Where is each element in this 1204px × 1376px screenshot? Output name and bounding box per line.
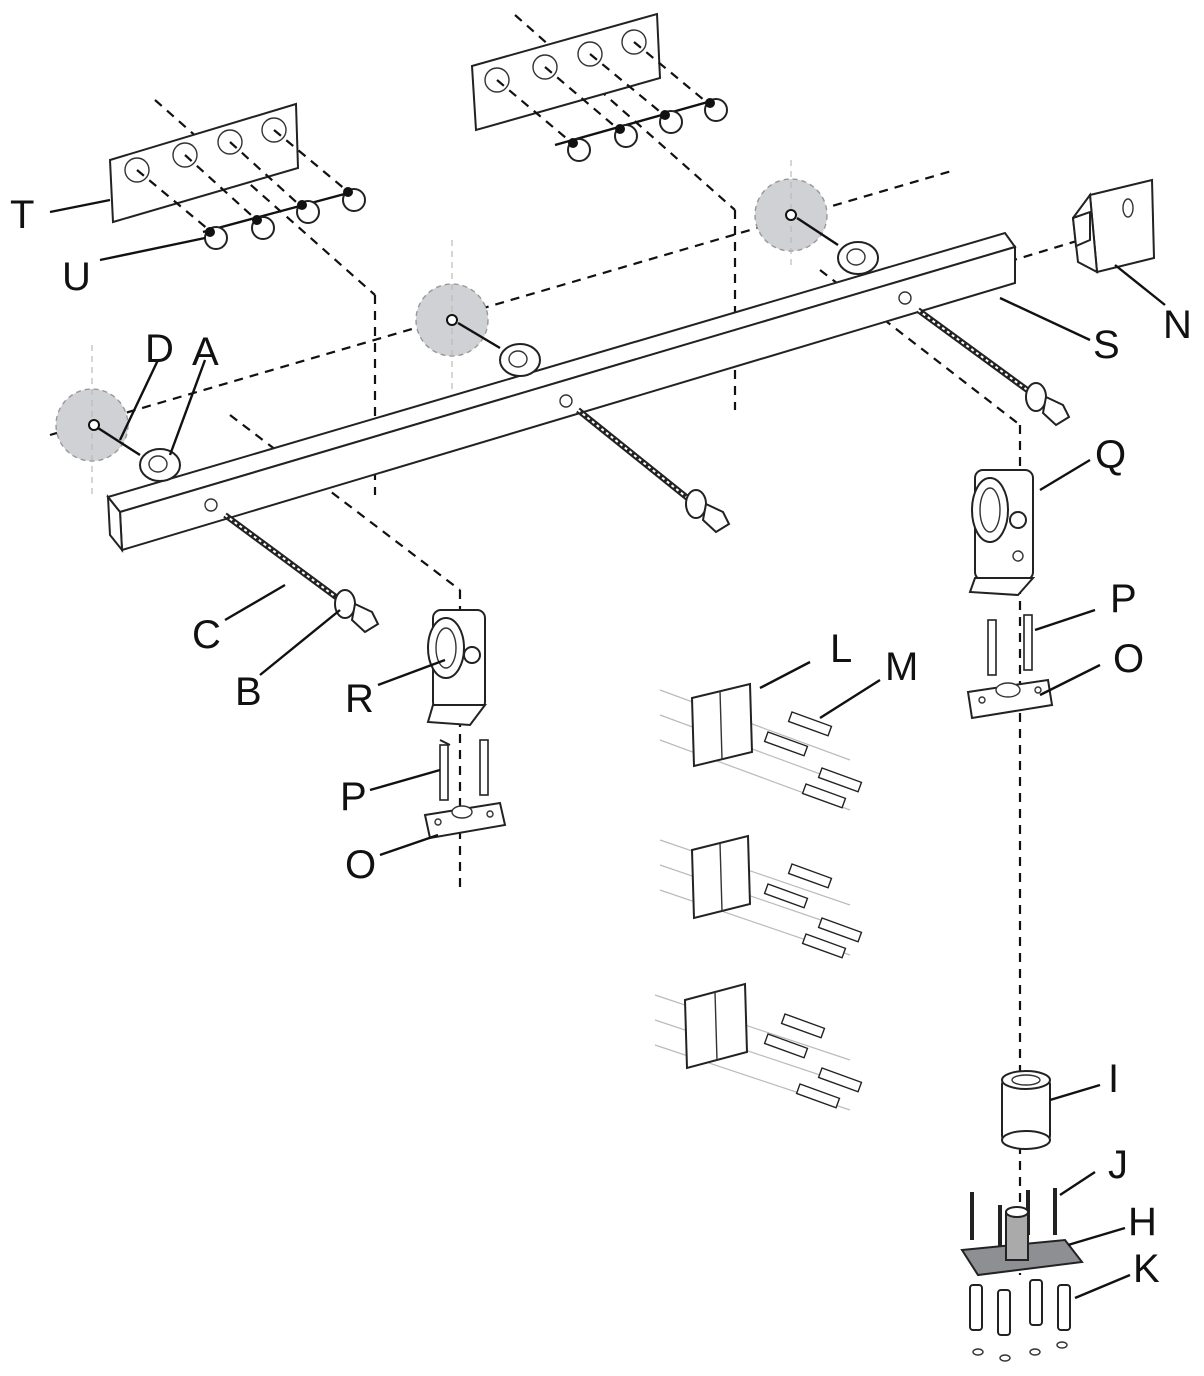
label-k: K: [1133, 1247, 1160, 1291]
roller-hanger-right: [968, 469, 1036, 597]
guide-block-right: [966, 678, 1054, 720]
label-o-left: O: [345, 843, 376, 887]
label-o-right: O: [1113, 637, 1144, 681]
label-h: H: [1128, 1200, 1157, 1244]
label-c: C: [192, 613, 221, 657]
screws-p: [439, 614, 1033, 801]
label-p-right: P: [1110, 577, 1137, 621]
label-i: I: [1108, 1057, 1119, 1101]
label-a: A: [192, 330, 219, 374]
roller-hanger-left: [426, 609, 487, 727]
label-m: M: [885, 645, 918, 689]
wall-spacer-group: [55, 160, 879, 495]
leader-lines: [49, 198, 1166, 1300]
track-rail: [106, 231, 1017, 554]
label-u: U: [62, 255, 91, 299]
mounting-plate-center: [470, 12, 728, 162]
label-l: L: [830, 627, 852, 671]
floor-anchors: [969, 1279, 1071, 1362]
label-d: D: [145, 327, 174, 371]
hinge-set-1: [659, 682, 863, 811]
floor-guide-base: [960, 1206, 1084, 1277]
label-b: B: [235, 670, 262, 714]
floor-guide-screws: [970, 1188, 1057, 1250]
label-p-left: P: [340, 775, 367, 819]
guide-block-left: [423, 801, 507, 840]
label-q: Q: [1095, 433, 1126, 477]
lag-bolts: [223, 307, 1071, 634]
track-stopper: [1071, 178, 1156, 274]
floor-guide-sleeve: [1001, 1070, 1051, 1150]
part-labels: T U D A C B R P O S N Q P O L M I J H K: [10, 193, 1192, 1291]
label-r: R: [345, 677, 374, 721]
label-t: T: [10, 193, 34, 237]
mounting-plate-left: [108, 102, 366, 250]
hinge-set-2: [659, 834, 863, 959]
label-s: S: [1093, 323, 1120, 367]
label-n: N: [1163, 303, 1192, 347]
hinge-set-3: [654, 982, 863, 1111]
label-j: J: [1108, 1143, 1128, 1187]
